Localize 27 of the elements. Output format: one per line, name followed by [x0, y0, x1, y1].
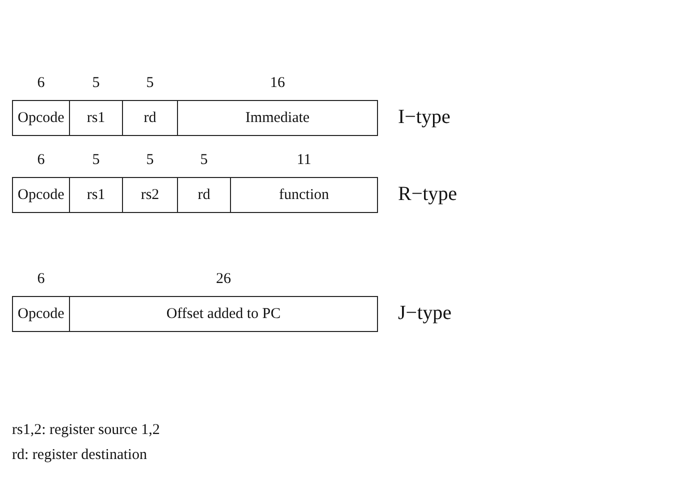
note: rd: register destination	[12, 447, 147, 464]
format-type-label: I−type	[398, 106, 450, 129]
field-name: rd	[198, 186, 210, 204]
bit-width: 6	[36, 271, 46, 288]
field-name: Immediate	[245, 110, 310, 126]
bit-width: 6	[36, 152, 46, 169]
bit-width: 5	[91, 75, 101, 92]
field-name: function	[279, 186, 329, 204]
bit-width: 5	[145, 152, 155, 169]
format-type-label: R−type	[398, 183, 458, 206]
bit-width: 5	[91, 152, 101, 169]
note: rs1,2: register source 1,2	[12, 422, 160, 439]
bit-width: 26	[215, 271, 232, 288]
field-name: rs1	[86, 186, 106, 204]
field-name: Opcode	[18, 110, 64, 126]
bit-width: 11	[296, 152, 312, 169]
field-name: Opcode	[18, 186, 64, 204]
field-name: rs1	[86, 110, 106, 126]
bit-width: 5	[199, 152, 209, 169]
field-name: Offset added to PC	[166, 306, 281, 322]
field-name: rs2	[140, 186, 160, 204]
bit-width: 16	[269, 75, 286, 92]
field-name: Opcode	[18, 306, 64, 322]
format-type-label: J−type	[398, 302, 452, 325]
field-name: rd	[144, 110, 156, 126]
bit-width: 6	[36, 75, 46, 92]
bit-width: 5	[145, 75, 155, 92]
